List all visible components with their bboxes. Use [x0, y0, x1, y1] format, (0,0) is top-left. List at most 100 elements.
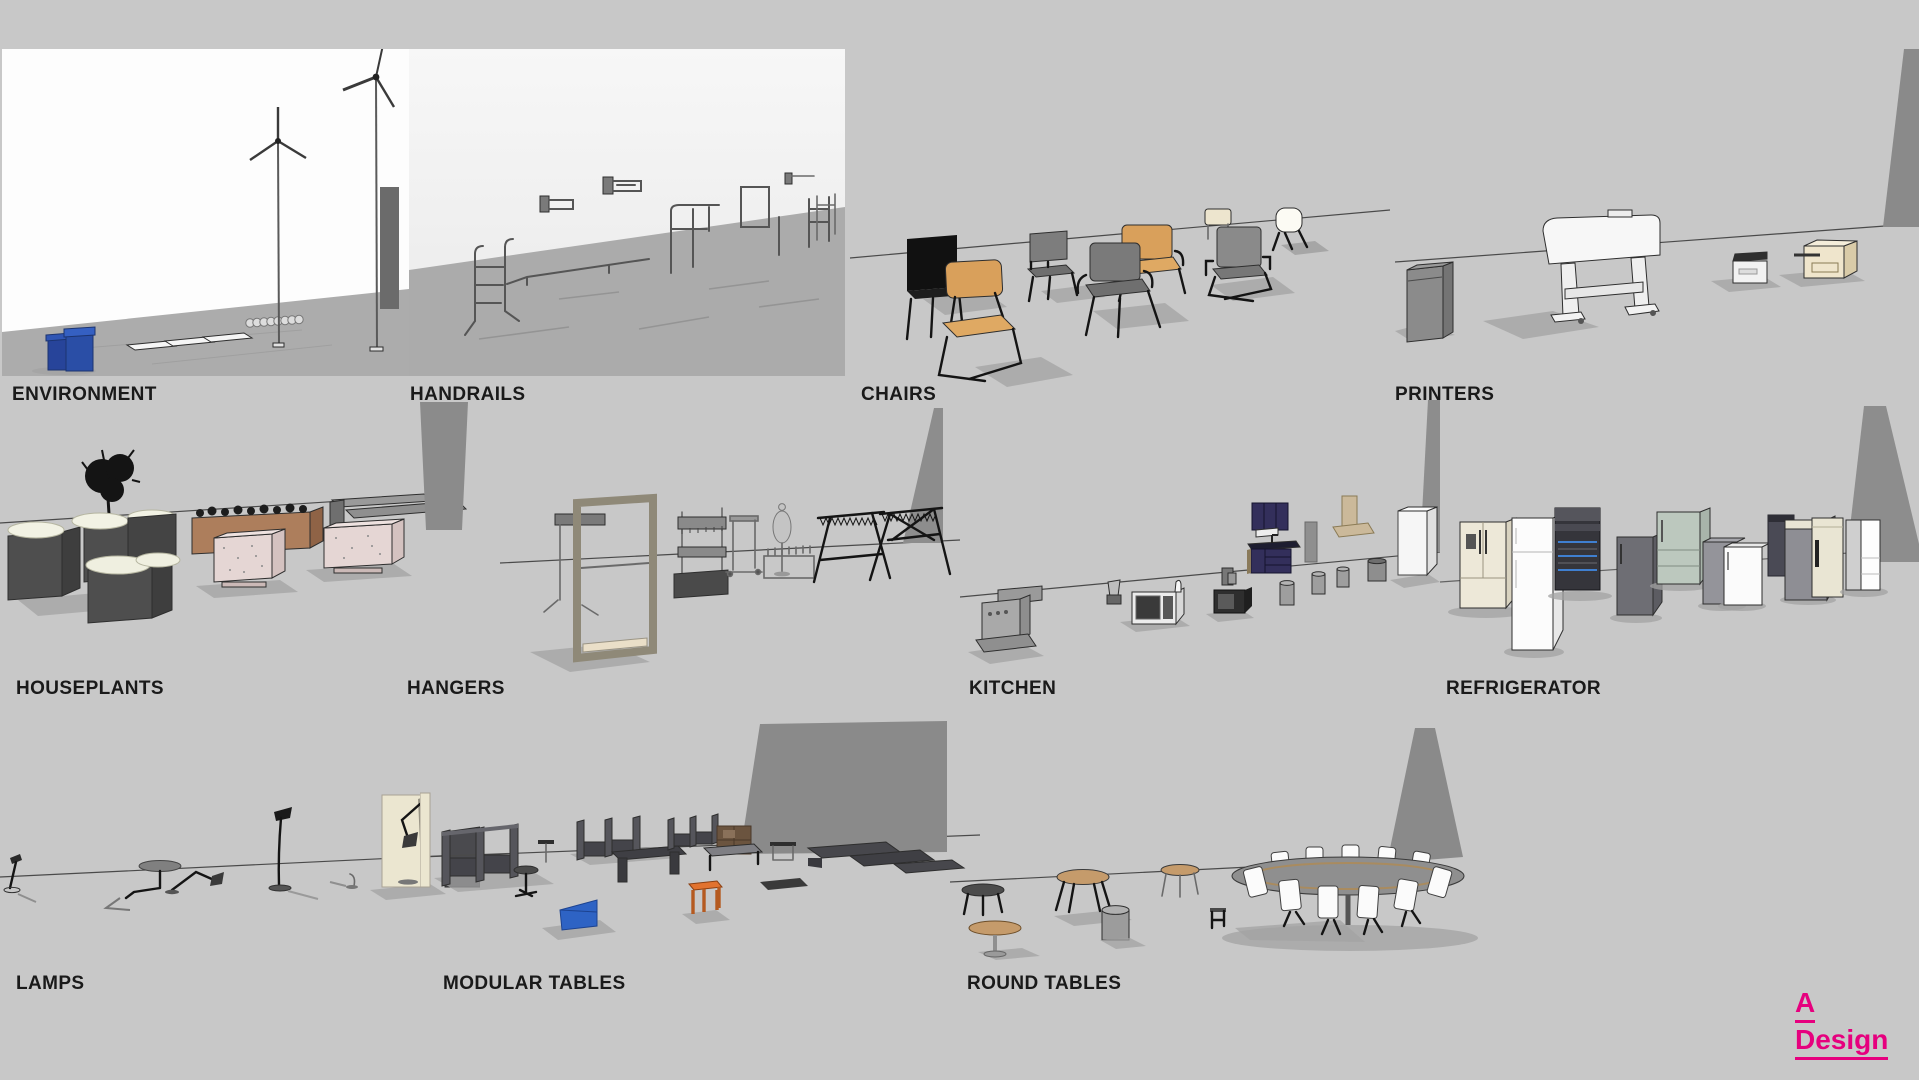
retro-fridge-sage-icon — [1650, 507, 1711, 591]
coat-rack-bench-icon — [673, 507, 729, 599]
single-door-fridge-gray-icon — [1610, 532, 1663, 623]
hanger-bench-icon — [763, 545, 815, 579]
wall-cabinet-navy-icon — [1251, 502, 1289, 538]
section-kitchen[interactable] — [960, 400, 1440, 690]
range-hood-icon — [1332, 495, 1375, 538]
section-lamps[interactable] — [0, 700, 480, 1000]
refrigerator-render — [1440, 406, 1919, 658]
cylinder-stool-icon — [1100, 905, 1146, 949]
display-fridge-dark-icon — [1548, 507, 1612, 601]
blender-icon — [1106, 579, 1122, 605]
round-pedestal-table-icon — [968, 920, 1040, 960]
shredder-cabinet-icon — [1395, 261, 1455, 343]
logo[interactable]: A Design — [1795, 986, 1889, 1060]
frame-rail-icon — [740, 186, 780, 256]
panel-edge-icon — [420, 792, 431, 888]
printers-render — [1395, 49, 1919, 343]
flower-planter-boxes-icon — [7, 509, 181, 624]
espresso-machine-icon — [968, 585, 1044, 664]
disc-head-lamp-icon — [103, 860, 182, 911]
label-chairs: CHAIRS — [861, 384, 937, 405]
lamps-render — [0, 794, 480, 911]
section-round-tables[interactable] — [950, 700, 1495, 1000]
label-round-tables: ROUND TABLES — [967, 973, 1122, 994]
floor-rail-icon — [506, 258, 650, 286]
hangers-render — [499, 408, 961, 672]
floor-lamp-icon — [268, 807, 319, 900]
fridge-cream-handle-icon — [1811, 517, 1844, 598]
modular-tables-render — [420, 721, 980, 940]
wooden-frame-rack-icon — [530, 493, 657, 672]
gray-armchair-icon — [1076, 242, 1189, 339]
folding-grab-bar-icon — [602, 176, 642, 195]
label-kitchen: KITCHEN — [969, 678, 1057, 699]
small-table-icon — [770, 842, 796, 861]
table-lamp-icon — [329, 873, 358, 889]
round-tables-render — [950, 728, 1478, 960]
bottom-freezer-fridge-icon — [1840, 519, 1888, 597]
round-side-table-dark-icon — [961, 883, 1005, 917]
section-hangers[interactable] — [490, 400, 970, 690]
beige-copier-icon — [1779, 239, 1865, 287]
solar-panels-icon — [125, 332, 254, 351]
round-cafe-table-icon — [1160, 864, 1200, 898]
rolling-rail-icon — [725, 515, 763, 578]
section-printers[interactable] — [1395, 49, 1919, 409]
work-table-dark-icon — [610, 845, 688, 883]
label-lamps: LAMPS — [16, 973, 85, 994]
gray-table-icon — [702, 843, 764, 872]
section-chairs[interactable] — [845, 49, 1395, 409]
round-conference-table-icon — [1222, 844, 1478, 951]
booth-seating-row-1-icon — [434, 823, 554, 892]
logo-line-2[interactable]: Design — [1795, 1023, 1889, 1060]
label-houseplants: HOUSEPLANTS — [16, 678, 164, 699]
single-door-fridge-white-icon — [1718, 542, 1771, 611]
bike-rack-icon — [245, 314, 304, 328]
desktop-mfp-icon — [1711, 251, 1781, 292]
section-environment[interactable] — [2, 49, 409, 376]
microwave-white-icon — [1120, 587, 1190, 632]
label-printers: PRINTERS — [1395, 384, 1495, 405]
label-environment: ENVIRONMENT — [12, 384, 157, 405]
label-refrigerator: REFRIGERATOR — [1446, 678, 1602, 699]
section-refrigerator[interactable] — [1440, 400, 1919, 690]
logo-line-1[interactable]: A — [1795, 986, 1816, 1023]
dark-wall-panel-icon — [380, 187, 399, 309]
chairs-render — [849, 207, 1391, 387]
section-handrails[interactable] — [409, 49, 845, 376]
tall-cabinet-white-icon — [1390, 506, 1440, 588]
coffee-maker-icon — [1221, 567, 1237, 586]
wedge-table-blue-icon — [542, 899, 616, 940]
pedestal-stool-icon — [513, 865, 539, 898]
cantilever-armchair-icon — [1204, 226, 1295, 303]
houseplants-render — [0, 402, 468, 624]
wall-grab-bar-icon — [539, 195, 574, 213]
bottle-icon — [1174, 579, 1182, 593]
floor-mat-icon — [760, 878, 808, 890]
label-handrails: HANDRAILS — [410, 384, 526, 405]
wind-turbine-tall-icon — [342, 49, 396, 352]
environment-render — [2, 49, 409, 376]
section-houseplants[interactable] — [0, 400, 480, 690]
section-modular-tables[interactable] — [420, 700, 980, 1000]
side-table-icon — [538, 840, 554, 863]
walker-frame-icon — [808, 193, 836, 248]
stool-orange-icon — [682, 880, 730, 924]
backdrop-wedge-icon — [1387, 728, 1463, 863]
sink-base-cabinet-navy-icon — [1247, 534, 1301, 574]
handrails-render — [409, 49, 845, 376]
articulated-lamp-icon — [165, 870, 224, 895]
a-frame-garment-racks-icon — [812, 506, 952, 584]
label-hangers: HANGERS — [407, 678, 505, 699]
label-modular-tables: MODULAR TABLES — [443, 973, 626, 994]
square-stool-icon — [1210, 908, 1226, 930]
bench-blocks-icon — [806, 841, 966, 874]
white-shell-chair-icon — [1271, 207, 1329, 255]
grab-rail-ladder-icon — [464, 238, 520, 336]
large-format-plotter-icon — [1483, 209, 1661, 339]
backdrop-wedge-icon — [740, 721, 947, 854]
wind-turbine-small-icon — [249, 107, 307, 348]
waste-bins-icon — [1279, 557, 1387, 606]
wooden-school-chair-icon — [937, 259, 1073, 387]
